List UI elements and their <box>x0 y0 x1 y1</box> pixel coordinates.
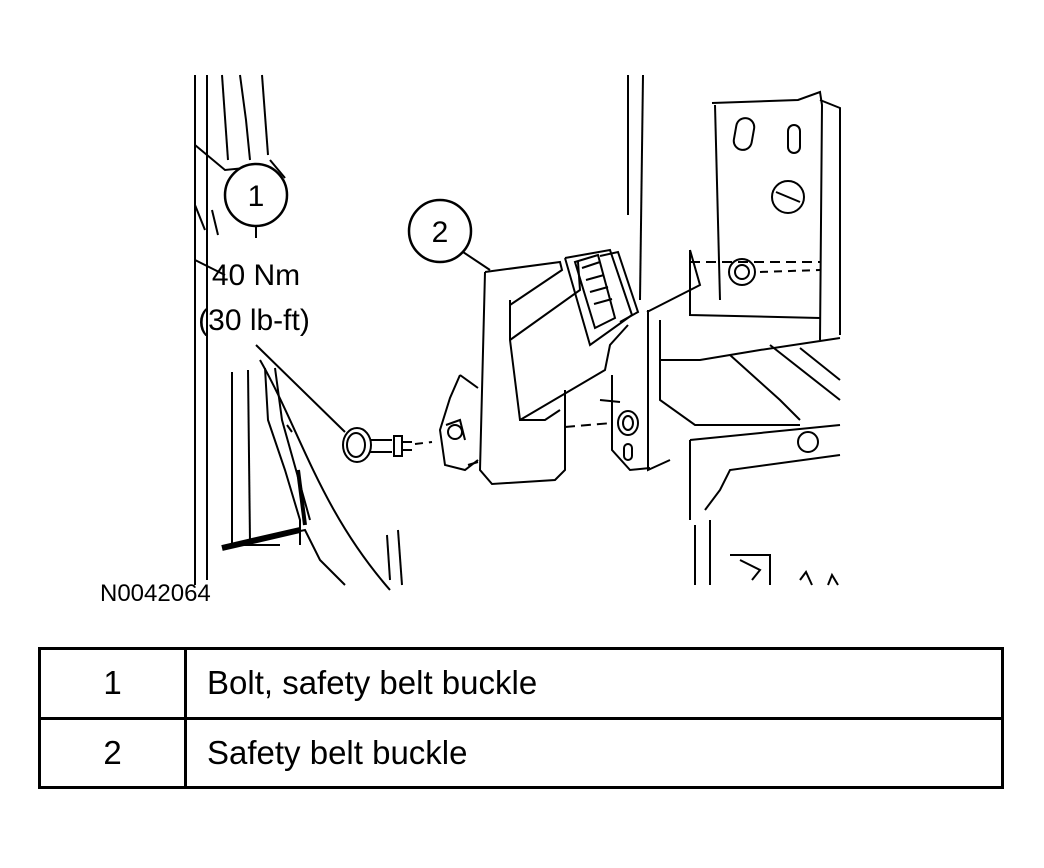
callout-number-1: 1 <box>248 180 265 213</box>
torque-imperial: (30 lb-ft) <box>198 304 310 337</box>
buckle-bolt <box>342 422 613 463</box>
callout-number-2: 2 <box>432 216 449 249</box>
callout-circle-2 <box>407 198 473 264</box>
safety-belt-buckle <box>438 248 640 486</box>
legend-description: Safety belt buckle <box>184 716 1004 789</box>
buckle-installation-diagram: 1 2 40 Nm (30 lb-ft) N0042064 <box>100 74 841 607</box>
mounting-holes <box>617 117 821 461</box>
body-structure <box>599 74 841 586</box>
legend-row: 1 Bolt, safety belt buckle <box>38 647 1004 720</box>
legend-table: 1 Bolt, safety belt buckle 2 Safety belt… <box>38 647 1004 789</box>
callout-leader-1 <box>255 344 346 433</box>
pillar-trim <box>194 74 403 591</box>
callout-leader-2 <box>459 249 491 271</box>
figure-id: N0042064 <box>100 580 211 607</box>
torque-metric: 40 Nm <box>212 259 300 292</box>
legend-description: Bolt, safety belt buckle <box>184 647 1004 720</box>
legend-number: 2 <box>38 716 187 789</box>
legend-number: 1 <box>38 647 187 720</box>
legend-row: 2 Safety belt buckle <box>38 716 1004 789</box>
